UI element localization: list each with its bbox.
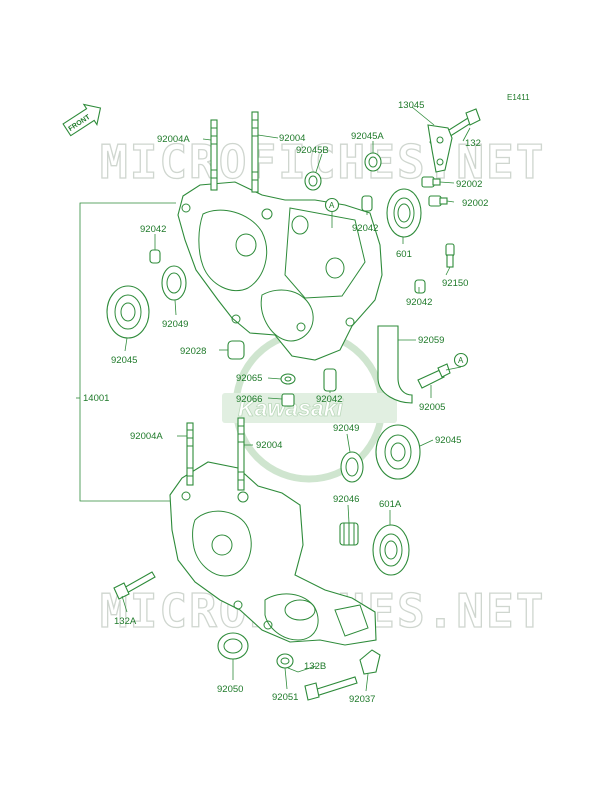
seal-92049-bottom <box>340 451 364 483</box>
part-label: 92004A <box>157 134 190 145</box>
plug-92002-b <box>428 195 448 207</box>
part-label: 92042 <box>316 394 342 405</box>
part-label: 92045A <box>351 131 384 142</box>
part-label: 92045 <box>435 435 461 446</box>
part-label: 601A <box>379 499 402 510</box>
bearing-92045-right <box>375 424 421 480</box>
part-label: 92049 <box>333 423 359 434</box>
dowel-92042-left <box>149 249 161 264</box>
watermark-top: MICROFICHES.NET <box>100 135 545 189</box>
stud-92004A-top <box>210 119 218 191</box>
stud-92004-top <box>251 111 259 193</box>
part-label: 92042 <box>352 223 378 234</box>
part-label: 132A <box>114 616 137 627</box>
part-label: 132 <box>465 138 481 149</box>
bolt-132A <box>113 571 156 600</box>
seal-92051 <box>276 653 294 669</box>
part-label: 92042 <box>140 224 166 235</box>
part-label: 92150 <box>442 278 468 289</box>
clamp-92037 <box>359 649 381 675</box>
washer-92065 <box>280 373 296 385</box>
dowel-92042-mid <box>361 195 373 212</box>
part-labels: 13045 132 92004A 92004 92045A 92045B 920… <box>83 100 488 705</box>
hose-92059 <box>377 325 413 404</box>
fitting-92150 <box>445 243 455 268</box>
part-label: 13045 <box>398 100 424 111</box>
part-label: 92002 <box>456 179 482 190</box>
dowel-92042-low <box>323 368 337 392</box>
front-arrow-icon: FRONT <box>62 103 102 137</box>
part-label: 92002 <box>462 198 488 209</box>
seal-92049-top <box>161 265 187 301</box>
bearing-601A <box>372 524 410 576</box>
part-label: 92037 <box>349 694 375 705</box>
bracket-13045 <box>427 124 453 173</box>
bearing-92045-left <box>106 285 150 339</box>
dowel-92042-right <box>414 279 426 294</box>
part-label: 92042 <box>406 297 432 308</box>
part-label: 92004A <box>130 431 163 442</box>
needle-bearing-92046 <box>339 522 359 546</box>
part-label: 92045 <box>111 355 137 366</box>
leader-lines <box>76 106 471 692</box>
part-label: 92004 <box>279 133 305 144</box>
callout-a-right: A <box>453 352 469 368</box>
seal-92045A <box>364 152 382 172</box>
part-label: 14001 <box>83 393 109 404</box>
part-label: 92045B <box>296 145 329 156</box>
reference-code: E1411 <box>507 93 530 102</box>
callout-a-right-label: A <box>458 356 464 365</box>
fitting-92005 <box>417 363 451 389</box>
plug-92002-a <box>421 176 441 188</box>
callout-a-top-label: A <box>329 201 335 210</box>
part-label: 92005 <box>419 402 445 413</box>
bushing-92028 <box>227 340 245 360</box>
part-label: 92028 <box>180 346 206 357</box>
part-label: 92050 <box>217 684 243 695</box>
part-label: 92066 <box>236 394 262 405</box>
callout-a-top: A <box>324 197 340 213</box>
lower-crankcase-half <box>169 461 377 646</box>
stud-92004A-bottom <box>186 422 194 486</box>
bolt-132B <box>304 676 358 701</box>
stud-92004-bottom <box>237 417 245 491</box>
part-label: 601 <box>396 249 412 260</box>
part-label: 92051 <box>272 692 298 703</box>
bearing-601 <box>386 188 422 238</box>
part-label: 92046 <box>333 494 359 505</box>
part-label: 92004 <box>256 440 282 451</box>
seal-92045B <box>304 171 322 191</box>
part-label: 92065 <box>236 373 262 384</box>
part-label: 132B <box>304 661 326 672</box>
upper-crankcase-half <box>177 181 383 361</box>
seal-92050 <box>217 632 249 660</box>
plug-92066 <box>281 393 295 407</box>
part-label: 92049 <box>162 319 188 330</box>
part-label: 92059 <box>418 335 444 346</box>
